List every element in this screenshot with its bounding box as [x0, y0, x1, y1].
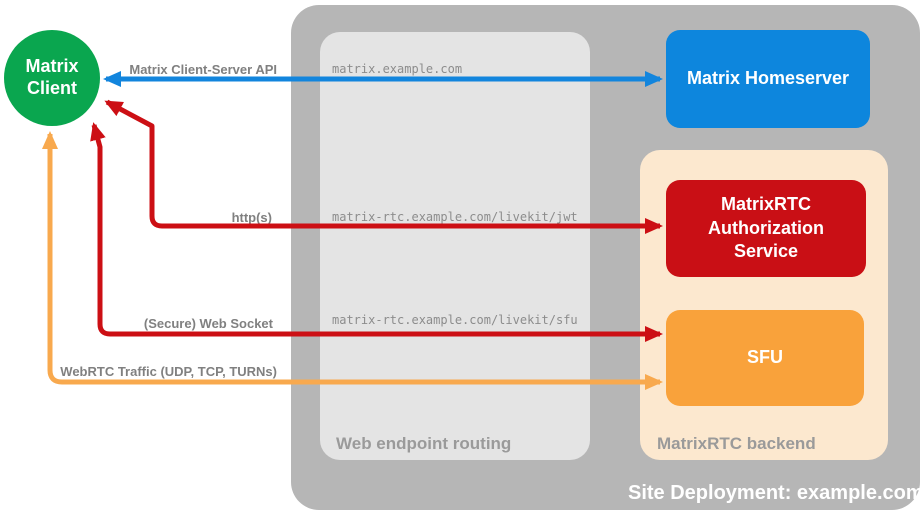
matrix-homeserver-node: Matrix Homeserver: [666, 30, 870, 128]
endpoint-matrix-example-com: matrix.example.com: [332, 62, 463, 76]
matrixrtc-auth-service-label: MatrixRTC Authorization Service: [708, 193, 824, 262]
webrtc-arrow-label: WebRTC Traffic (UDP, TCP, TURNs): [60, 364, 277, 379]
web-endpoint-routing-label: Web endpoint routing: [336, 434, 512, 453]
websocket-arrow-label: (Secure) Web Socket: [143, 316, 273, 331]
matrix-homeserver-label: Matrix Homeserver: [686, 68, 850, 89]
endpoint-livekit-jwt: matrix-rtc.example.com/livekit/jwt: [332, 210, 578, 224]
sfu-label: SFU: [747, 347, 783, 368]
web-endpoint-routing-box: [320, 32, 590, 460]
matrix-client-node: Matrix Client: [4, 30, 100, 126]
matrix-client-label: Matrix Client: [25, 56, 79, 98]
client-server-api-arrow-label: Matrix Client-Server API: [129, 62, 277, 77]
matrixrtc-auth-service-node: MatrixRTC Authorization Service: [666, 180, 866, 277]
matrixrtc-backend-label: MatrixRTC backend: [657, 434, 816, 453]
endpoint-livekit-sfu: matrix-rtc.example.com/livekit/sfu: [332, 313, 578, 327]
sfu-node: SFU: [666, 310, 864, 406]
site-deployment-label: Site Deployment: example.com: [628, 482, 921, 504]
https-arrow-label: http(s): [231, 210, 272, 225]
